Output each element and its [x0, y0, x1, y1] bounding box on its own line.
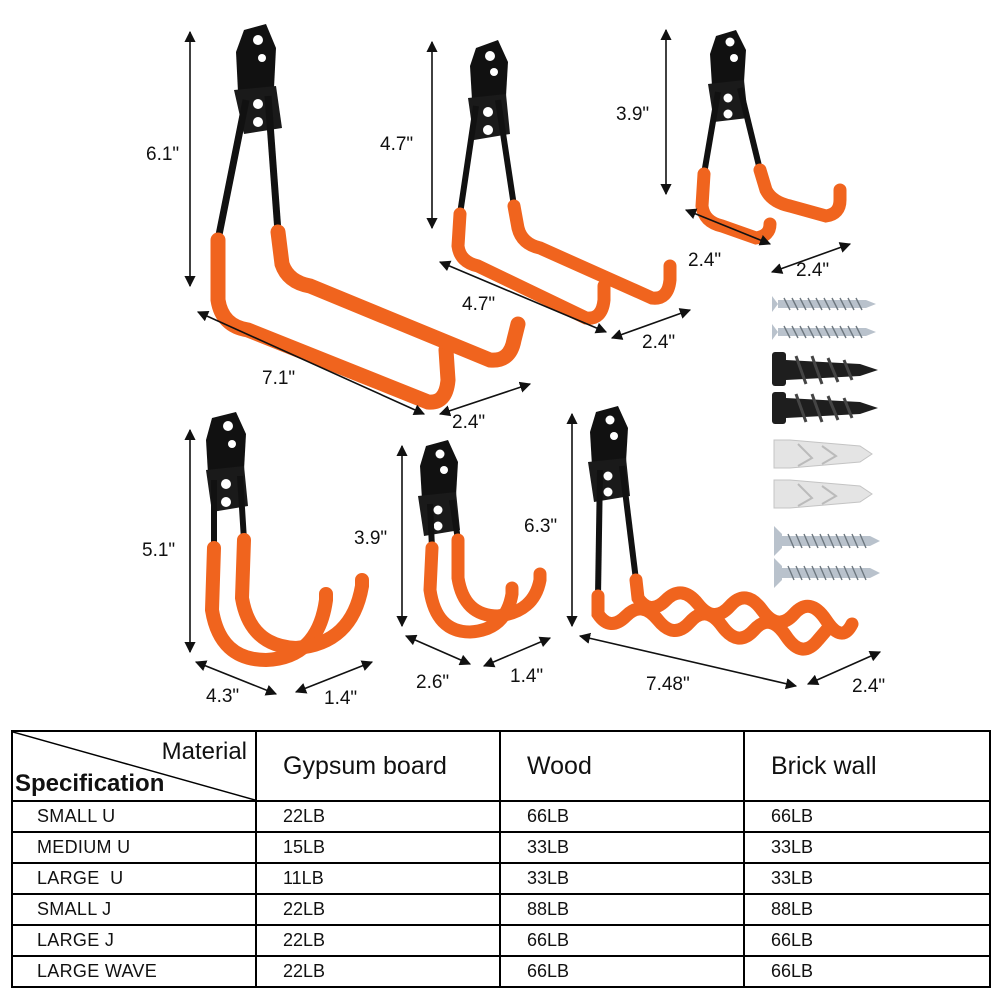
table-cell: 33LB [499, 862, 745, 895]
header-corner-cell: Material Specification [11, 730, 257, 802]
small-j-width-label: 1.4" [510, 666, 543, 687]
wood-screw-icon [772, 324, 876, 340]
small-j-length-label: 2.6" [416, 672, 449, 693]
medium-u-hook [451, 40, 677, 325]
table-cell: 88LB [499, 893, 745, 926]
table-row: LARGE WAVE 22LB 66LB 66LB [11, 955, 991, 988]
medium-u-height-label: 4.7" [380, 134, 413, 155]
dimension-labels: 6.1" 7.1" 2.4" 4.7" 4.7" 2.4" 3.9" 2.4" … [142, 104, 885, 709]
table-cell: 22LB [255, 893, 501, 926]
table-cell: 66LB [743, 800, 991, 833]
drywall-anchor-black-icon [772, 352, 878, 386]
large-u-length-label: 7.1" [262, 368, 295, 389]
machine-screw-icon [774, 558, 880, 588]
table-row: LARGE U 11LB 33LB 33LB [11, 862, 991, 895]
column-header-gypsum: Gypsum board [255, 730, 501, 802]
small-j-hook [418, 440, 547, 639]
spec-name: SMALL U [11, 800, 257, 833]
table-cell: 88LB [743, 893, 991, 926]
spec-name: LARGE WAVE [11, 955, 257, 988]
small-j-height-label: 3.9" [354, 528, 387, 549]
spec-name: LARGE U [11, 862, 257, 895]
table-header-row: Material Specification Gypsum board Wood… [11, 730, 991, 802]
spec-name: MEDIUM U [11, 831, 257, 864]
load-capacity-table: Material Specification Gypsum board Wood… [11, 730, 991, 988]
table-cell: 15LB [255, 831, 501, 864]
material-header: Material [161, 738, 247, 765]
medium-u-length-label: 4.7" [462, 294, 495, 315]
table-cell: 33LB [499, 831, 745, 864]
machine-screw-icon [774, 526, 880, 556]
table-row: SMALL U 22LB 66LB 66LB [11, 800, 991, 833]
specification-header: Specification [15, 770, 165, 797]
table-cell: 22LB [255, 800, 501, 833]
product-illustration: 6.1" 7.1" 2.4" 4.7" 4.7" 2.4" 3.9" 2.4" … [142, 24, 885, 709]
table-cell: 66LB [743, 924, 991, 957]
table-cell: 66LB [499, 800, 745, 833]
drywall-anchor-black-icon [772, 392, 878, 424]
spec-name: LARGE J [11, 924, 257, 957]
large-j-length-label: 4.3" [206, 686, 239, 707]
table-cell: 66LB [743, 955, 991, 988]
diagonal-divider [13, 732, 255, 800]
table-cell: 66LB [499, 955, 745, 988]
small-u-length-label: 2.4" [688, 250, 721, 271]
table-cell: 33LB [743, 862, 991, 895]
table-row: SMALL J 22LB 88LB 88LB [11, 893, 991, 926]
large-u-width-label: 2.4" [452, 412, 485, 433]
table-cell: 22LB [255, 955, 501, 988]
large-j-width-label: 1.4" [324, 688, 357, 709]
small-u-width-label: 2.4" [796, 260, 829, 281]
plastic-anchor-icon [773, 439, 873, 469]
table-cell: 66LB [499, 924, 745, 957]
large-j-hook [204, 412, 369, 668]
wave-length-label: 7.48" [646, 674, 690, 695]
wave-width-label: 2.4" [852, 676, 885, 697]
table-cell: 33LB [743, 831, 991, 864]
screws-and-anchors [772, 296, 880, 588]
table-cell: 11LB [255, 862, 501, 895]
large-j-height-label: 5.1" [142, 540, 175, 561]
medium-u-width-label: 2.4" [642, 332, 675, 353]
small-u-height-label: 3.9" [616, 104, 649, 125]
spec-name: SMALL J [11, 893, 257, 926]
large-u-height-label: 6.1" [146, 144, 179, 165]
dimension-lines [184, 28, 882, 696]
table-cell: 22LB [255, 924, 501, 957]
table-row: LARGE J 22LB 66LB 66LB [11, 924, 991, 957]
small-u-hook [695, 30, 847, 245]
wave-height-label: 6.3" [524, 516, 557, 537]
table-row: MEDIUM U 15LB 33LB 33LB [11, 831, 991, 864]
column-header-brick: Brick wall [743, 730, 991, 802]
wood-screw-icon [772, 296, 876, 312]
column-header-wood: Wood [499, 730, 745, 802]
plastic-anchor-icon [773, 479, 873, 509]
